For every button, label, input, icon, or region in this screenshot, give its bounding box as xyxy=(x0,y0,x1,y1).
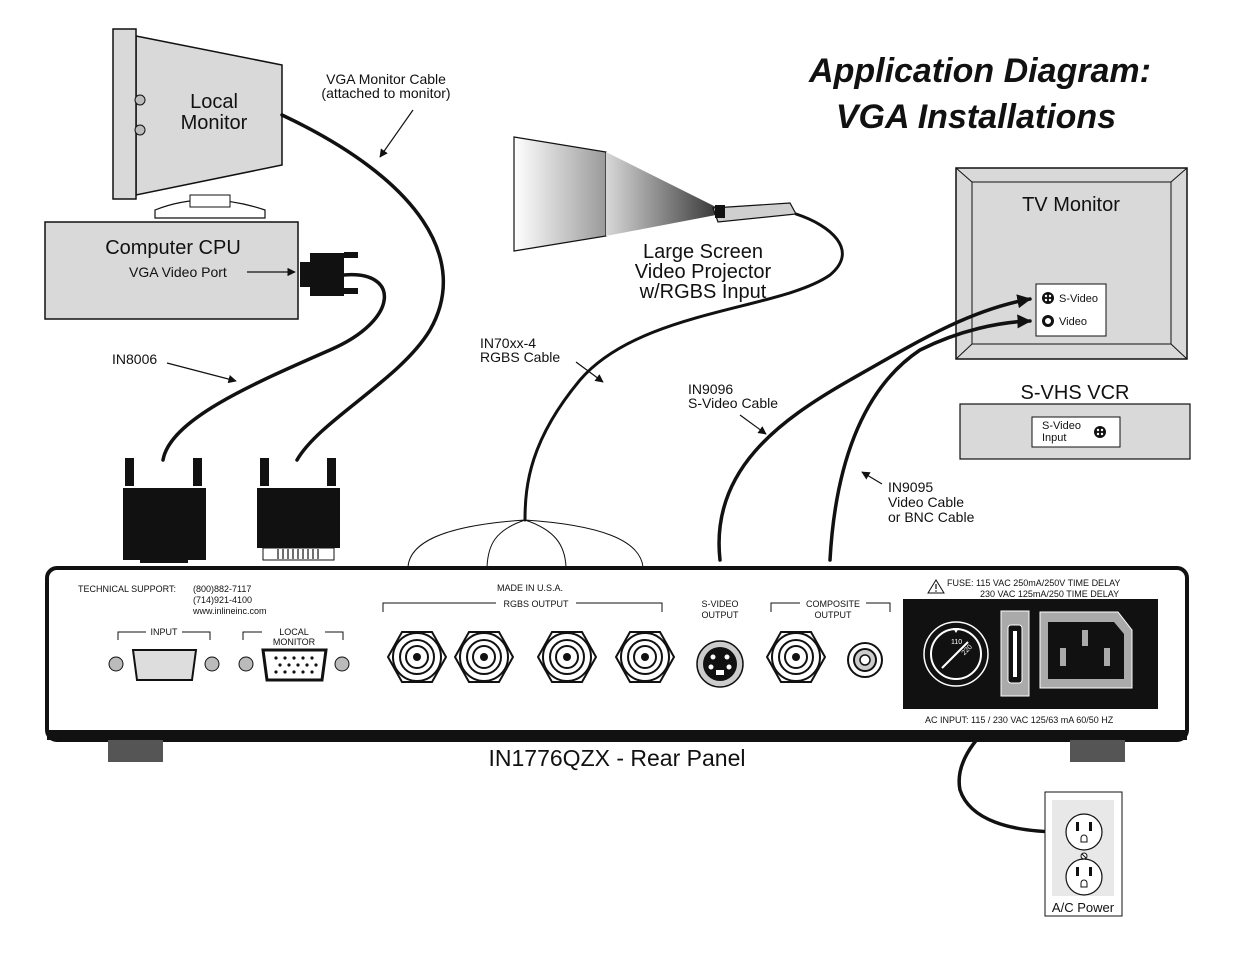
projector-label-line2: Video Projector xyxy=(635,261,772,283)
tv-svideo-label: S-Video xyxy=(1059,293,1098,305)
rgbs-fanout xyxy=(407,519,644,568)
input-screw-left xyxy=(108,656,124,672)
composite-output-label-line2: OUTPUT xyxy=(815,610,853,620)
vcr-input-label-line2: Input xyxy=(1042,432,1066,444)
ac-input-rating: AC INPUT: 115 / 230 VAC 125/63 mA 60/50 … xyxy=(925,715,1114,725)
projector-label-line3: w/RGBS Input xyxy=(639,281,767,303)
rear-panel-caption: IN1776QZX - Rear Panel xyxy=(489,745,746,771)
fuse-rating-line2: 230 VAC 125mA/250 TIME DELAY xyxy=(980,589,1119,599)
svideo-cable xyxy=(717,294,1032,562)
voltage-110-label: 110 xyxy=(951,639,962,646)
in8006-cable xyxy=(161,272,386,462)
local-monitor-db15-port xyxy=(261,648,328,682)
vga-monitor-cable-label-line2: (attached to monitor) xyxy=(321,85,450,101)
vga-monitor-cable-label-line1: VGA Monitor Cable xyxy=(326,71,446,87)
diagram-title-line1: Application Diagram: xyxy=(808,52,1151,90)
panel-foot-left xyxy=(108,740,163,762)
bnc-connector-g xyxy=(453,631,515,683)
tech-support-label: TECHNICAL SUPPORT: xyxy=(78,584,176,594)
composite-output-label-line1: COMPOSITE xyxy=(806,599,860,609)
local-monitor: Local Monitor xyxy=(112,28,283,219)
video-cable-label-line1: IN9095 xyxy=(888,479,933,495)
rca-composite-jack xyxy=(847,642,883,678)
bnc-connector-r xyxy=(386,631,448,683)
svideo-cable-label-line1: IN9096 xyxy=(688,381,733,397)
rgbs-cable xyxy=(523,212,844,522)
svideo-cable-pointer xyxy=(739,414,767,435)
local-monitor-label-line1: Local xyxy=(190,91,238,113)
vcr-svideo-jack xyxy=(1094,426,1106,438)
diagram-title-line2: VGA Installations xyxy=(836,98,1116,136)
tv-video-label: Video xyxy=(1059,316,1087,328)
vcr-input-label-line1: S-Video xyxy=(1042,420,1081,432)
bnc-connector-s xyxy=(614,631,676,683)
svideo-output-jack xyxy=(696,640,744,688)
svhs-vcr: S-VHS VCR S-Video Input xyxy=(959,382,1191,460)
wall-outlet: A/C Power xyxy=(1044,791,1123,917)
outlet-label: A/C Power xyxy=(1052,900,1115,915)
panel-foot-right xyxy=(1070,740,1125,762)
cpu-vga-connector xyxy=(310,253,344,296)
local-monitor-port-label-line1: LOCAL xyxy=(279,627,309,637)
made-in-usa-label: MADE IN U.S.A. xyxy=(497,583,563,593)
warning-icon xyxy=(927,579,945,594)
input-label: INPUT xyxy=(151,627,179,637)
tv-monitor-label: TV Monitor xyxy=(1022,194,1120,216)
vga-monitor-cable-pointer xyxy=(379,109,414,158)
rear-panel: TECHNICAL SUPPORT: (800)882-7117 (714)92… xyxy=(45,566,1189,762)
video-cable-label-line3: or BNC Cable xyxy=(888,509,975,525)
in8006-label: IN8006 xyxy=(112,351,157,367)
computer-cpu: Computer CPU VGA Video Port xyxy=(44,221,358,320)
input-screw-right xyxy=(204,656,220,672)
rgbs-cable-pointer xyxy=(575,361,604,383)
svideo-output-label-line1: S-VIDEO xyxy=(701,599,738,609)
local-monitor-port-label-line2: MONITOR xyxy=(273,637,316,647)
video-cable-label-line2: Video Cable xyxy=(888,494,964,510)
input-vga-plug xyxy=(123,458,206,563)
local-monitor-screw-right xyxy=(334,656,350,672)
tech-support-phone1: (800)882-7117 xyxy=(193,584,251,594)
outlet-receptacle-bottom xyxy=(1065,858,1103,896)
vcr-label: S-VHS VCR xyxy=(1021,382,1130,404)
svideo-output-label-line2: OUTPUT xyxy=(702,610,740,620)
tech-support-phone2: (714)921-4100 xyxy=(193,595,252,605)
svideo-cable-label-line2: S-Video Cable xyxy=(688,395,778,411)
rgbs-cable-label-line1: IN70xx-4 xyxy=(480,335,536,351)
vga-monitor-cable xyxy=(280,113,446,462)
fuse-holder xyxy=(1000,610,1030,697)
tv-monitor: TV Monitor S-Video Video xyxy=(955,167,1188,360)
voltage-selector[interactable]: 110 220 xyxy=(923,621,989,687)
projector: Large Screen Video Projector w/RGBS Inpu… xyxy=(513,136,797,303)
fuse-rating-line1: FUSE: 115 VAC 250mA/250V TIME DELAY xyxy=(947,578,1120,588)
rgbs-output-label: RGBS OUTPUT xyxy=(503,599,569,609)
bnc-connector-composite xyxy=(765,631,827,683)
video-cable xyxy=(828,314,1032,562)
tech-support-website: www.inlineinc.com xyxy=(192,606,267,616)
local-monitor-screw-left xyxy=(238,656,254,672)
ac-inlet xyxy=(1039,611,1133,689)
tv-input-panel xyxy=(1035,283,1107,337)
bnc-connector-b xyxy=(536,631,598,683)
computer-cpu-label: Computer CPU xyxy=(105,237,241,259)
projector-label-line1: Large Screen xyxy=(643,241,763,263)
local-monitor-vga-plug xyxy=(257,458,340,561)
outlet-receptacle-top xyxy=(1065,813,1103,851)
video-cable-pointer xyxy=(861,471,883,485)
tv-svideo-jack xyxy=(1042,292,1054,304)
rgbs-cable-label-line2: RGBS Cable xyxy=(480,349,560,365)
input-db15-port xyxy=(131,649,198,681)
vga-video-port-label: VGA Video Port xyxy=(129,264,227,280)
in8006-pointer xyxy=(166,362,237,384)
local-monitor-label-line2: Monitor xyxy=(181,112,248,134)
